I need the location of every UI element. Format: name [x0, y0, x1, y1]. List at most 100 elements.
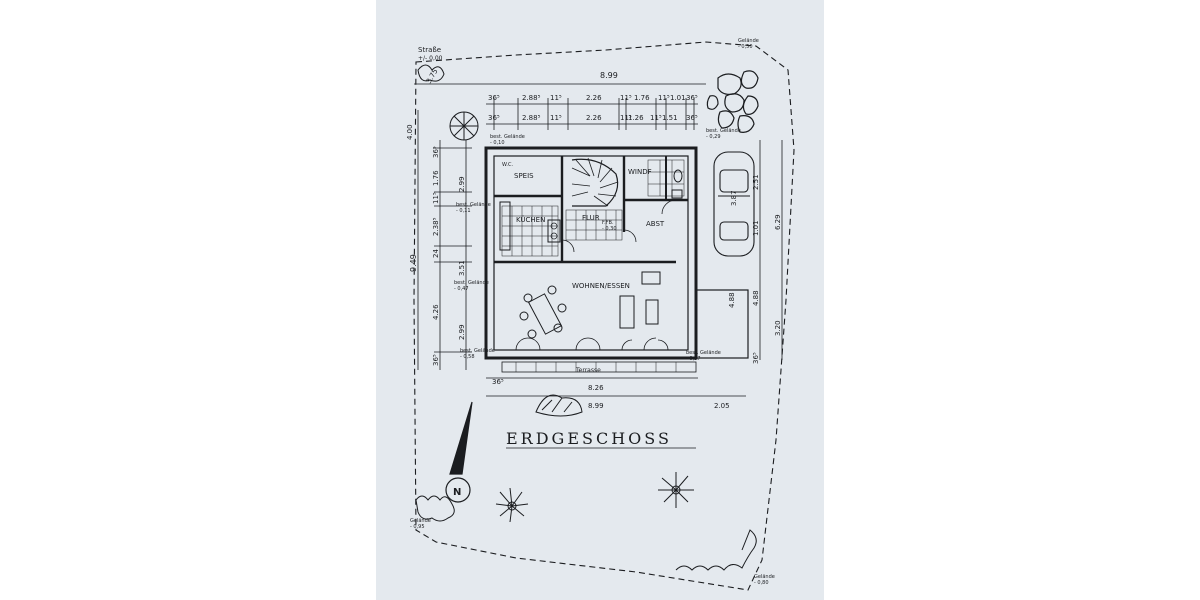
left-dim-label: 1.76: [432, 170, 440, 186]
top-dim-label: 1.26: [628, 114, 644, 122]
top-dim-label: 2.88⁵: [522, 114, 541, 122]
top-dim-label: 11⁵: [650, 114, 662, 122]
dining-table-icon: [519, 285, 567, 339]
right-dim-label: 3.20: [774, 320, 782, 336]
left-dims-b: 2.993.512.99: [458, 176, 466, 340]
level-left-mid-value: - 0,47: [454, 286, 469, 292]
level-left-upper-label: best. Gelände: [456, 202, 491, 208]
room-label-wohnen: WOHNEN/ESSEN: [572, 282, 630, 290]
right-dim-label: 1.01: [752, 220, 760, 236]
room-label-wc: W.C.: [502, 162, 513, 168]
bottom-dim-label: 8.99: [588, 402, 604, 410]
car-icon: [713, 151, 755, 257]
dim-corner-b: 3.75: [425, 67, 440, 85]
top-dim-label: 2.88⁵: [522, 94, 541, 102]
top-dim-label: 11⁵: [620, 94, 632, 102]
left-dim-label: 36⁵: [432, 146, 440, 158]
top-dim-label: 11⁵: [658, 94, 670, 102]
room-label-kuechen: KÜCHEN: [516, 215, 545, 224]
right-dims: 2.51 1.01 6.29 4.88 3.20 4.88 36⁵: [728, 174, 782, 364]
staircase: [571, 157, 619, 207]
level-left-low-value: - 0,58: [460, 354, 475, 360]
room-label-terrasse: Terrasse: [575, 367, 601, 374]
hall-tile-grid: [565, 209, 623, 241]
car-dim: 3.87: [730, 190, 738, 206]
north-arrow-icon: [445, 401, 473, 503]
carport-outline: [695, 289, 749, 359]
level-top-right-value: - 0,50: [738, 44, 753, 50]
top-dim-label: 1.76: [634, 94, 650, 102]
left-dim-label: 3.51: [458, 260, 466, 276]
left-dim-label: 36⁵: [432, 354, 440, 366]
right-dim-label: 4.88: [728, 292, 736, 308]
dim-left-overall: 9.49: [409, 254, 418, 272]
bottom-dims: 36⁵ 8.26 8.99 2.05: [492, 378, 730, 410]
right-dim-label: 4.88: [752, 290, 760, 306]
door-swings: [515, 199, 677, 351]
level-mid-top-value: - 0,10: [490, 140, 505, 146]
level-left-low-label: best. Gelände: [460, 348, 495, 354]
hedge-left: [415, 495, 455, 522]
plan-title: ERDGESCHOSS: [506, 429, 672, 448]
bottom-dim-label: 2.05: [714, 402, 730, 410]
bottom-dim-label: 36⁵: [492, 378, 504, 386]
top-dim-label: 2.26: [586, 114, 602, 122]
bottom-dim-label: 8.26: [588, 384, 604, 392]
ffb-value: - 0,30: [602, 226, 617, 232]
top-dim-label: 36⁵: [488, 114, 500, 122]
level-mid-top-label: best. Gelände: [490, 134, 525, 140]
tree-icon: [658, 472, 694, 508]
dim-corner-a: 4.00: [406, 124, 414, 140]
top-dim-label: 36⁵: [488, 94, 500, 102]
house-outer-wall: [484, 146, 698, 360]
level-left-upper-value: - 0,11: [456, 208, 471, 214]
toilet-icon: [673, 169, 683, 183]
right-dim-label: 36⁵: [752, 352, 760, 364]
left-dim-label: 11⁵: [432, 192, 440, 204]
level-bottom-right-label: Gelände: [754, 574, 775, 580]
top-dim-label: 2.26: [586, 94, 602, 102]
sofa-icon: [619, 271, 661, 329]
level-bottom-left-label: Gelände: [410, 518, 431, 524]
hedge-bottom: [675, 529, 757, 571]
right-dim-label: 6.29: [774, 214, 782, 230]
room-label-speis: SPEIS: [514, 172, 534, 180]
left-dim-label: 24: [432, 249, 440, 258]
top-dim-label: 36⁵: [686, 94, 698, 102]
level-right-low-value: - 0,57: [686, 356, 701, 362]
hedge-top-left: [417, 64, 445, 82]
level-bottom-left-value: - 0,95: [410, 524, 425, 530]
level-bottom-right-value: - 0,80: [754, 580, 769, 586]
room-label-abst: ABST: [646, 220, 665, 228]
terrace-outline: [501, 361, 697, 373]
dim-top-overall: 8.99: [600, 71, 618, 80]
left-dim-label: 2.99: [458, 324, 466, 340]
top-dim-label: 36⁵: [686, 114, 698, 122]
top-dim-label: 1.51: [662, 114, 678, 122]
right-dim-label: 2.51: [752, 174, 760, 190]
room-label-flur: FLUR: [582, 214, 600, 222]
top-dim-label: 1.01: [670, 94, 686, 102]
shrub-icon: [535, 394, 583, 417]
level-mid-top-right-value: - 0,29: [706, 134, 721, 140]
tree-icon: [449, 111, 479, 141]
tree-icon: [495, 487, 529, 523]
level-mid-top-right-label: best. Gelände: [706, 128, 741, 134]
street-level: +/- 0,00: [418, 55, 443, 62]
top-dim-label: 11⁵: [550, 114, 562, 122]
level-left-mid-label: best. Gelände: [454, 280, 489, 286]
plan-sheet: Straße +/- 0,00 8.99 4.00 3.75 36⁵ 2.88⁵ 1…: [376, 0, 824, 600]
top-dim-label: 11⁵: [550, 94, 562, 102]
north-label: N: [453, 487, 461, 498]
room-label-windf: WINDF: [628, 168, 652, 176]
stone-garden-icon: [706, 70, 759, 133]
level-top-right-label: Gelände: [738, 38, 759, 44]
street-label: Straße: [418, 46, 441, 54]
kitchen-tile-grid: [501, 205, 559, 257]
left-dim-label: 2.38⁵: [432, 217, 440, 236]
level-right-low-label: best. Gelände: [686, 350, 721, 356]
ffb-label: F.FB.: [602, 220, 614, 226]
top-dim-label: 11⁵: [620, 114, 632, 122]
